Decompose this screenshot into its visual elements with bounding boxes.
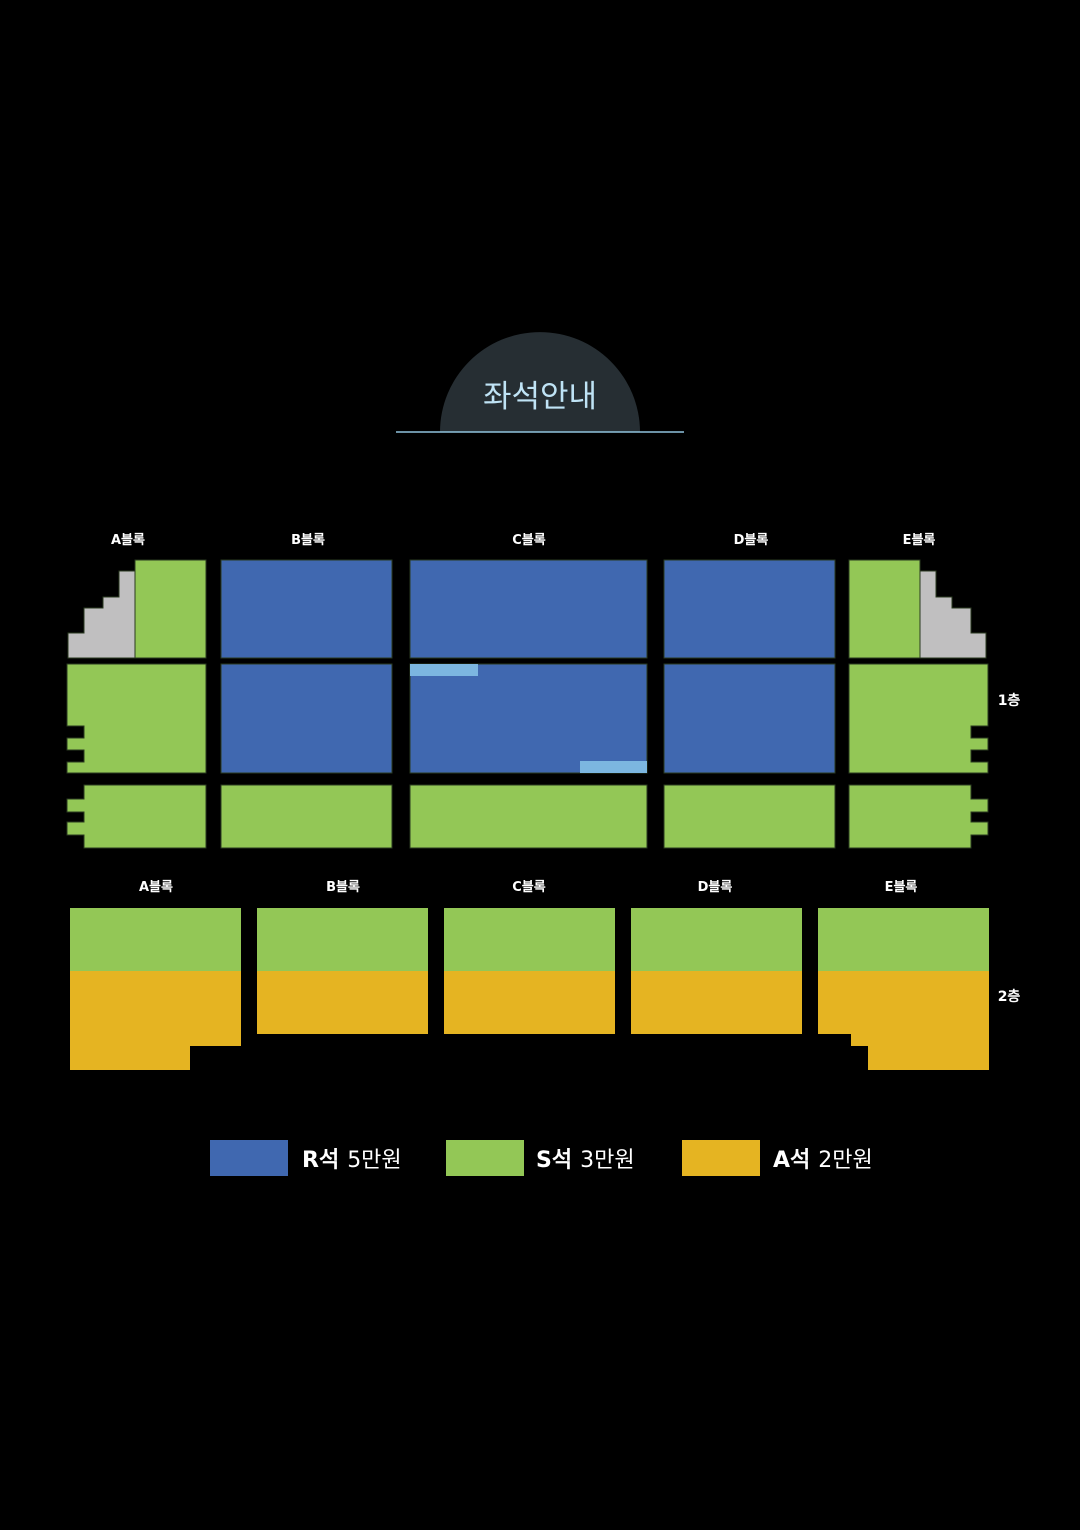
legend-r-price: 5만원 <box>347 1148 401 1173</box>
f2-a-a-section[interactable] <box>70 971 241 1070</box>
f1-c-rear-s-section[interactable] <box>409 784 648 849</box>
legend-s-swatch <box>446 1140 524 1176</box>
title-badge <box>440 332 640 432</box>
f1-block-a-label: A블록 <box>111 533 145 548</box>
legend-a-price: 2만원 <box>818 1148 872 1173</box>
f1-c-highlight-right <box>580 761 647 773</box>
legend-s-grade: S석 <box>536 1148 572 1173</box>
f1-e-rear-s-section[interactable] <box>848 784 989 849</box>
legend-r-label: R석 5만원 <box>302 1148 402 1173</box>
f2-block-e-label: E블록 <box>885 880 918 895</box>
f1-d-rear-s-section[interactable] <box>663 784 836 849</box>
f1-c-front-r-section[interactable] <box>409 559 648 659</box>
f1-b-middle-r-section[interactable] <box>220 663 393 774</box>
f2-block-b-label: B블록 <box>326 880 360 895</box>
page-title: 좌석안내 <box>483 379 597 415</box>
f1-a-middle-s-section[interactable] <box>66 663 207 774</box>
f1-a-rear-s-section[interactable] <box>66 784 207 849</box>
f1-block-d-label: D블록 <box>734 533 769 548</box>
legend-s-price: 3만원 <box>580 1148 634 1173</box>
f1-b-front-r-section[interactable] <box>220 559 393 659</box>
f2-c-a-section[interactable] <box>444 971 615 1034</box>
f1-d-front-r-section[interactable] <box>663 559 836 659</box>
f1-c-highlight-left <box>410 664 478 676</box>
legend-r-swatch <box>210 1140 288 1176</box>
f2-b-s-section[interactable] <box>257 908 428 971</box>
f1-e-front-s-section[interactable] <box>848 559 921 659</box>
f1-a-front-s-section[interactable] <box>134 559 207 659</box>
f1-e-unavailable-section <box>919 570 987 659</box>
f2-a-s-section[interactable] <box>70 908 241 971</box>
f1-c-middle-r-section[interactable] <box>409 663 648 774</box>
f2-e-s-section[interactable] <box>818 908 989 971</box>
legend-r-grade: R석 <box>302 1148 339 1173</box>
f1-b-rear-s-section[interactable] <box>220 784 393 849</box>
f2-b-a-section[interactable] <box>257 971 428 1034</box>
f2-e-a-section[interactable] <box>818 971 989 1070</box>
f1-e-middle-s-section[interactable] <box>848 663 989 774</box>
legend-a-label: A석 2만원 <box>773 1148 873 1173</box>
floor1-label: 1층 <box>998 693 1021 709</box>
f2-d-a-section[interactable] <box>631 971 802 1034</box>
f2-block-a-label: A블록 <box>139 880 173 895</box>
f1-block-b-label: B블록 <box>291 533 325 548</box>
f2-block-c-label: C블록 <box>512 880 546 895</box>
legend-a-grade: A석 <box>773 1148 810 1173</box>
f1-d-middle-r-section[interactable] <box>663 663 836 774</box>
f2-d-s-section[interactable] <box>631 908 802 971</box>
legend-a-swatch <box>682 1140 760 1176</box>
f2-block-d-label: D블록 <box>698 880 733 895</box>
floor2-label: 2층 <box>998 989 1021 1005</box>
f1-block-c-label: C블록 <box>512 533 546 548</box>
f1-block-e-label: E블록 <box>903 533 936 548</box>
legend-s-label: S석 3만원 <box>536 1148 635 1173</box>
f1-a-unavailable-section <box>67 570 136 659</box>
f2-c-s-section[interactable] <box>444 908 615 971</box>
